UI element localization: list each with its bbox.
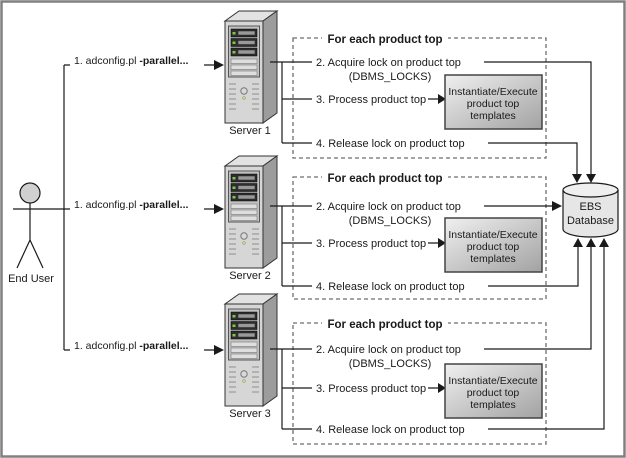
- invoke-command-label: 1. adconfig.pl -parallel...: [74, 199, 188, 211]
- user-to-server-2-connector: 1. adconfig.pl -parallel...: [13, 198, 224, 214]
- server-2-label: Server 2: [229, 270, 271, 282]
- loop-box-2-title: For each product top: [328, 173, 443, 185]
- step-acquire-label: 2. Acquire lock on product top: [316, 57, 461, 69]
- process-box-line2: product top: [467, 241, 520, 253]
- server-1-label: Server 1: [229, 125, 271, 137]
- server-1-icon: [224, 10, 278, 124]
- process-box-line1: Instantiate/Execute: [448, 375, 537, 387]
- arrowhead-down: [572, 174, 582, 183]
- arrowhead-right: [438, 238, 446, 248]
- step-acquire-sub-label: (DBMS_LOCKS): [349, 358, 432, 370]
- arrowhead-right: [214, 345, 224, 355]
- process-box-line2: product top: [467, 387, 520, 399]
- step-release-label: 4. Release lock on product top: [316, 424, 465, 436]
- arrowhead-right: [552, 201, 562, 211]
- database-cylinder-top: [562, 182, 619, 198]
- database-label-line1: EBS: [579, 201, 601, 213]
- server-2-icon: [224, 155, 278, 269]
- actor-leg-left: [16, 239, 31, 269]
- step-acquire-sub-label: (DBMS_LOCKS): [349, 71, 432, 83]
- end-user-actor: End User: [8, 182, 54, 285]
- arrowhead-down: [586, 174, 596, 183]
- database-cylinder-icon: [562, 190, 619, 238]
- ebs-database: EBS Database: [562, 182, 619, 238]
- server-3-icon: [224, 293, 278, 407]
- arrowhead-right: [438, 383, 446, 393]
- loop-box-1-title: For each product top: [328, 34, 443, 46]
- server-3-label: Server 3: [229, 408, 271, 420]
- process-box-line3: templates: [470, 399, 516, 411]
- process-box-line3: templates: [470, 253, 516, 265]
- invoke-command-label: 1. adconfig.pl -parallel...: [74, 55, 188, 67]
- actor-head: [19, 182, 41, 204]
- arrowhead-right: [214, 204, 224, 214]
- step-process-label: 3. Process product top: [316, 238, 426, 250]
- actor-leg-right: [29, 239, 44, 269]
- process-box-3: [444, 363, 543, 419]
- arrowhead-up: [573, 238, 583, 247]
- arrowhead-right: [214, 60, 224, 70]
- step-process-label: 3. Process product top: [316, 383, 426, 395]
- database-label-line2: Database: [567, 215, 614, 227]
- step-acquire-sub-label: (DBMS_LOCKS): [349, 215, 432, 227]
- server-3-step-bus: [270, 348, 283, 429]
- arrowhead-right: [438, 94, 446, 104]
- actor-label: End User: [8, 273, 54, 285]
- step-acquire-label: 2. Acquire lock on product top: [316, 201, 461, 213]
- process-box-2: [444, 217, 543, 273]
- user-to-server-3-connector: 1. adconfig.pl -parallel...: [64, 339, 224, 355]
- user-to-server-1-connector: 1. adconfig.pl -parallel...: [64, 54, 224, 70]
- arrowhead-up: [599, 238, 609, 247]
- step-release-label: 4. Release lock on product top: [316, 281, 465, 293]
- process-box-line2: product top: [467, 98, 520, 110]
- server-2-step-bus: [270, 205, 283, 286]
- step-release-label: 4. Release lock on product top: [316, 138, 465, 150]
- invoke-command-label: 1. adconfig.pl -parallel...: [74, 340, 188, 352]
- process-box-1: [444, 74, 543, 130]
- process-box-line1: Instantiate/Execute: [448, 86, 537, 98]
- loop-box-3: For each product top 2. Acquire lock on …: [270, 238, 609, 445]
- server-1-step-bus: [270, 61, 283, 143]
- step-process-label: 3. Process product top: [316, 94, 426, 106]
- arrowhead-up: [586, 238, 596, 247]
- loop-box-2: For each product top 2. Acquire lock on …: [270, 171, 583, 300]
- process-box-line3: templates: [470, 110, 516, 122]
- loop-box-1: For each product top 2. Acquire lock on …: [270, 32, 596, 183]
- process-box-line1: Instantiate/Execute: [448, 229, 537, 241]
- loop-box-3-title: For each product top: [328, 319, 443, 331]
- step-acquire-label: 2. Acquire lock on product top: [316, 344, 461, 356]
